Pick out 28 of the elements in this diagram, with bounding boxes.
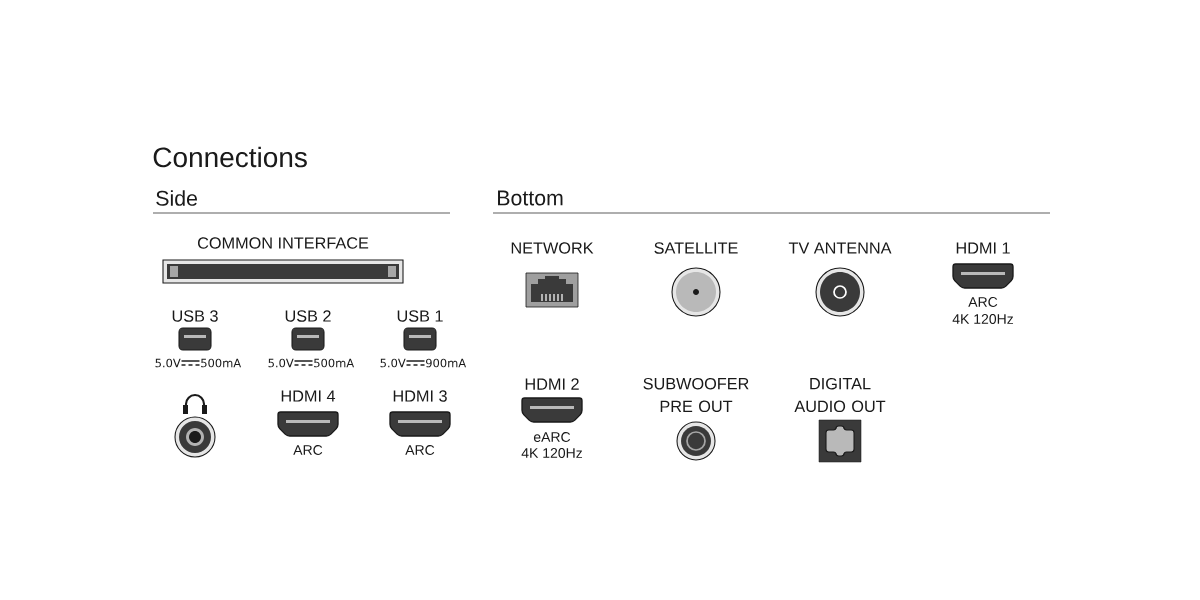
port-label: COMMON INTERFACE bbox=[198, 237, 369, 249]
current-rating: 500mA bbox=[201, 358, 242, 368]
voltage-rating: 5.0V bbox=[380, 358, 406, 368]
section-heading: Side bbox=[156, 190, 197, 206]
port-label: TV ANTENNA bbox=[788, 242, 892, 254]
port-note: eARC bbox=[533, 432, 571, 442]
port-note: ARC bbox=[293, 445, 323, 455]
port-label: HDMI 4 bbox=[281, 390, 336, 402]
port-label: SUBWOOFER PRE OUT bbox=[643, 377, 749, 413]
port-label: HDMI 3 bbox=[393, 390, 447, 402]
port-label: NETWORK bbox=[511, 242, 594, 254]
port-label: USB 3 bbox=[172, 310, 218, 322]
voltage-rating: 5.0V bbox=[268, 358, 294, 368]
port-label: HDMI 1 bbox=[956, 242, 1010, 254]
port-label: HDMI 2 bbox=[525, 378, 579, 390]
port-note: ARC bbox=[405, 445, 435, 455]
port-label: DIGITAL AUDIO OUT bbox=[794, 377, 886, 413]
port-label: USB 2 bbox=[285, 310, 331, 322]
port-label: SATELLITE bbox=[654, 242, 738, 254]
voltage-rating: 5.0V bbox=[155, 358, 181, 368]
title: Connections bbox=[153, 146, 307, 168]
current-rating: 900mA bbox=[426, 358, 467, 368]
port-note: 4K 120Hz bbox=[952, 314, 1013, 324]
port-note: 4K 120Hz bbox=[521, 448, 582, 458]
port-label: USB 1 bbox=[397, 310, 443, 322]
section-heading: Bottom bbox=[498, 190, 563, 206]
current-rating: 500mA bbox=[314, 358, 355, 368]
port-note: ARC bbox=[968, 297, 998, 307]
